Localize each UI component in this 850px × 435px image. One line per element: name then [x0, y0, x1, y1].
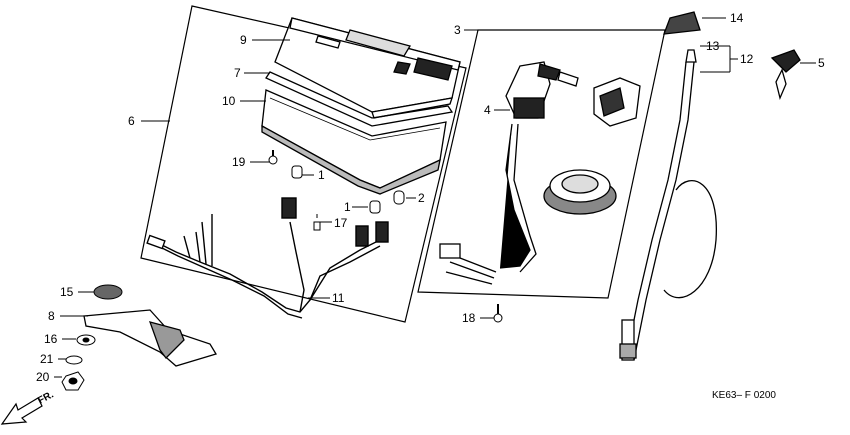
- label-part-3: 3: [454, 23, 461, 37]
- bulb-1a: [291, 165, 303, 179]
- label-part-16: 16: [44, 332, 58, 346]
- washer-16: [76, 334, 96, 346]
- nut-20: [61, 371, 85, 391]
- ignition-group-frame: [417, 29, 666, 299]
- direction-label: FR.: [36, 389, 56, 406]
- label-part-8: 8: [48, 309, 55, 323]
- label-part-1a: 1: [318, 168, 325, 182]
- fuel-cap: [543, 169, 617, 215]
- label-part-15: 15: [60, 285, 74, 299]
- label-part-13: 13: [706, 39, 720, 53]
- label-part-6: 6: [128, 114, 135, 128]
- front-direction-arrow: [0, 397, 43, 425]
- bulb-1b: [369, 200, 381, 214]
- label-part-9: 9: [240, 33, 247, 47]
- label-part-12: 12: [740, 52, 754, 66]
- label-part-21: 21: [40, 352, 54, 366]
- meter-bracket: [83, 309, 217, 367]
- bulb-2: [393, 190, 405, 205]
- label-part-19: 19: [232, 155, 246, 169]
- label-part-7: 7: [234, 66, 241, 80]
- meter-case-top: [274, 17, 461, 119]
- key: [770, 49, 801, 101]
- figure-code: KE63– F 0200: [712, 390, 776, 401]
- washer-21: [65, 355, 83, 365]
- meter-case-bottom: [261, 89, 447, 195]
- grommet-15: [93, 284, 123, 300]
- label-part-2: 2: [418, 191, 425, 205]
- label-part-18: 18: [462, 311, 476, 325]
- label-part-4: 4: [484, 103, 491, 117]
- meter-gasket: [265, 71, 454, 127]
- screw-17: [313, 214, 321, 231]
- label-part-17: 17: [334, 216, 348, 230]
- label-part-14: 14: [730, 11, 744, 25]
- bolt-18: [493, 304, 503, 323]
- label-part-1b: 1: [344, 200, 351, 214]
- ignition-switch: [439, 61, 579, 285]
- meter-wire-harness: [146, 197, 389, 319]
- speedometer-cable: [619, 11, 717, 361]
- leader-lines: [54, 17, 816, 378]
- switch-cover: [593, 77, 641, 127]
- label-part-10: 10: [222, 94, 236, 108]
- label-part-11: 11: [332, 291, 345, 305]
- screw-19: [268, 150, 278, 165]
- label-part-5: 5: [818, 56, 825, 70]
- label-part-20: 20: [36, 370, 50, 384]
